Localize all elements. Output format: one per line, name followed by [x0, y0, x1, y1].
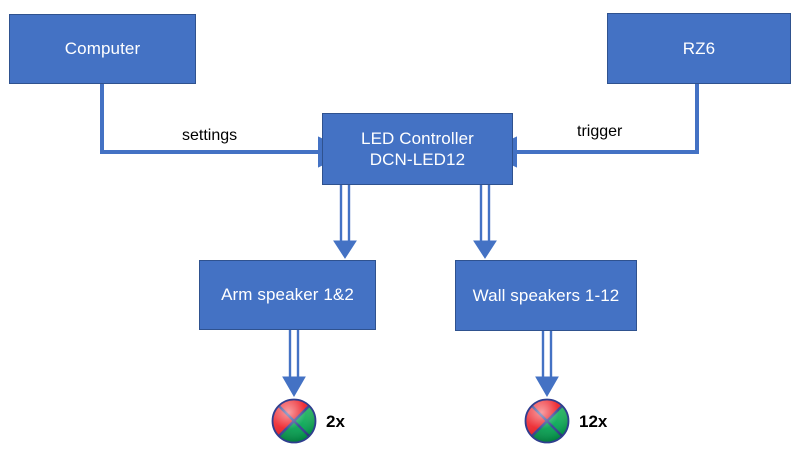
connector-controller-to-wall: [473, 185, 497, 259]
led-count-wall: 12x: [579, 412, 608, 431]
node-wall-speaker[interactable]: Wall speakers 1-12: [455, 260, 637, 331]
connector-rz6-to-controller: [484, 84, 699, 168]
node-computer-label: Computer: [64, 39, 141, 59]
node-arm-speaker-label: Arm speaker 1&2: [221, 285, 354, 305]
connector-wall-to-led: [535, 331, 559, 397]
node-led-controller-label: LED Controller DCN-LED12: [361, 128, 474, 169]
node-computer[interactable]: Computer: [9, 14, 196, 84]
node-rz6[interactable]: RZ6: [607, 13, 791, 84]
led-count-arm: 2x: [326, 412, 345, 431]
connector-arm-to-led: [282, 330, 306, 397]
connector-computer-to-controller: [100, 84, 351, 168]
edge-label-trigger: trigger: [577, 123, 623, 140]
node-led-controller[interactable]: LED Controller DCN-LED12: [322, 113, 513, 185]
led-indicator-wall-icon: [524, 398, 570, 444]
connector-controller-to-arm: [333, 185, 357, 259]
node-arm-speaker[interactable]: Arm speaker 1&2: [199, 260, 376, 330]
edge-label-settings: settings: [182, 127, 238, 144]
node-rz6-label: RZ6: [682, 38, 716, 58]
led-indicator-arm-icon: [271, 398, 317, 444]
node-wall-speaker-label: Wall speakers 1-12: [472, 285, 620, 305]
